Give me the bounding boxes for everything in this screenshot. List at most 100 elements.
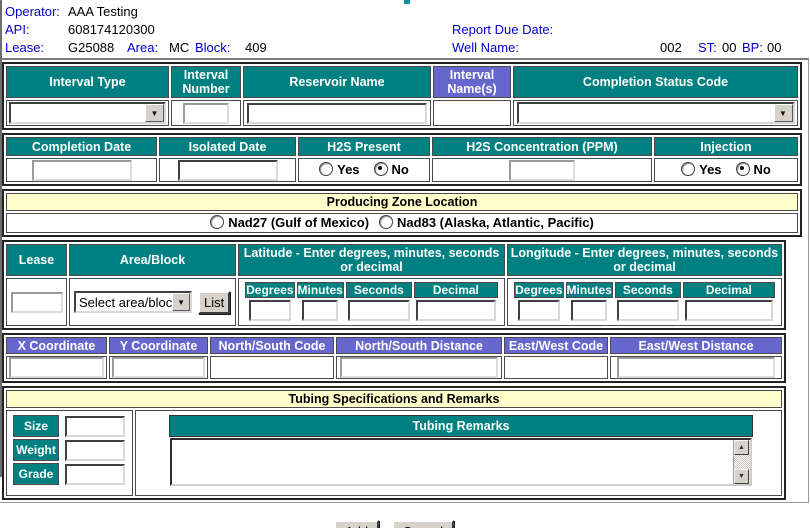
area-block-select[interactable]: Select area/block ▼ [74, 291, 192, 313]
y-coordinate-input[interactable] [112, 357, 205, 378]
block-value: 409 [245, 40, 267, 55]
interval-number-input[interactable] [183, 102, 229, 124]
weight-input[interactable] [65, 439, 125, 461]
interval-number-header: Interval Number [171, 66, 241, 98]
tubing-table: Tubing Specifications and Remarks Size W… [2, 386, 786, 500]
reservoir-name-input[interactable] [247, 102, 427, 124]
area-block-select-value: Select area/block [79, 294, 173, 310]
isolated-date-header: Isolated Date [159, 137, 296, 156]
lon-minutes-header: Minutes [565, 282, 613, 298]
h2s-yes-radio[interactable] [319, 162, 334, 176]
y-coordinate-header: Y Coordinate [109, 337, 208, 354]
lat-minutes-header: Minutes [296, 282, 344, 298]
area-label: Area: [127, 40, 159, 55]
nad83-radio[interactable] [379, 215, 394, 229]
coordinates-table: X Coordinate Y Coordinate North/South Co… [2, 333, 786, 383]
lon-seconds-input[interactable] [616, 300, 679, 321]
block-label: Block: [195, 40, 231, 55]
producing-zone-title: Producing Zone Location [6, 193, 798, 211]
lon-minutes-input[interactable] [571, 300, 608, 321]
reservoir-name-header: Reservoir Name [243, 66, 431, 98]
lat-degrees-input[interactable] [248, 300, 291, 321]
completion-status-code-header: Completion Status Code [513, 66, 798, 98]
page-left-border [0, 0, 2, 477]
size-input[interactable] [65, 415, 125, 437]
interval-names-cell [433, 100, 511, 126]
nad83-label: Nad83 (Alaska, Atlantic, Pacific) [397, 215, 594, 230]
completion-date-input[interactable] [31, 159, 132, 181]
clipped-title-fragment [404, 0, 410, 4]
tubing-spec-subtable: Size Weight Grade [11, 413, 131, 487]
completion-table: Completion Date Isolated Date H2S Presen… [2, 133, 802, 186]
nad27-radio[interactable] [210, 215, 225, 229]
well-info-header: Operator: AAA Testing API: 608174120300 … [0, 0, 810, 58]
cancel-button[interactable]: Cancel [391, 520, 455, 528]
north-south-distance-input[interactable] [340, 357, 498, 378]
longitude-header: Longitude - Enter degrees, minutes, seco… [507, 244, 782, 276]
injection-no-radio[interactable] [735, 162, 750, 176]
east-west-distance-input[interactable] [617, 357, 775, 378]
list-button[interactable]: List [198, 290, 231, 314]
h2s-no-label: No [391, 162, 409, 177]
interval-names-header: Interval Name(s) [433, 66, 511, 98]
operator-value: AAA Testing [68, 4, 138, 19]
injection-yes-label: Yes [699, 162, 722, 177]
completion-status-select[interactable]: ▼ [516, 102, 795, 124]
north-south-distance-header: North/South Distance [336, 337, 502, 354]
completion-date-header: Completion Date [6, 137, 157, 156]
lon-decimal-input[interactable] [684, 300, 773, 321]
dropdown-arrow-icon[interactable]: ▼ [172, 293, 190, 311]
well-name-value: 002 [660, 40, 682, 55]
lat-seconds-input[interactable] [347, 300, 410, 321]
lat-degrees-header: Degrees [245, 282, 295, 298]
dropdown-arrow-icon[interactable]: ▼ [145, 104, 164, 122]
longitude-subtable: Degrees Minutes Seconds Decimal [512, 280, 777, 323]
weight-label: Weight [13, 439, 59, 461]
lon-degrees-header: Degrees [514, 282, 564, 298]
well-name-label: Well Name: [452, 40, 519, 55]
scroll-down-icon[interactable]: ▼ [734, 469, 749, 484]
lat-decimal-header: Decimal [413, 282, 498, 298]
producing-zone-table: Producing Zone Location Nad27 (Gulf of M… [2, 189, 802, 237]
st-label: ST: [698, 40, 717, 55]
east-west-distance-header: East/West Distance [610, 337, 782, 354]
isolated-date-input[interactable] [177, 159, 278, 181]
lease-input[interactable] [10, 291, 63, 313]
api-label: API: [5, 22, 30, 37]
injection-no-label: No [753, 162, 771, 177]
dropdown-arrow-icon[interactable]: ▼ [773, 104, 793, 122]
tubing-title: Tubing Specifications and Remarks [6, 390, 782, 408]
add-button[interactable]: Add [333, 520, 380, 528]
north-south-code-header: North/South Code [210, 337, 334, 354]
x-coordinate-input[interactable] [9, 357, 104, 378]
interval-type-select[interactable]: ▼ [9, 102, 166, 124]
st-value: 00 [722, 40, 737, 55]
lat-decimal-input[interactable] [415, 300, 496, 321]
area-value: MC [169, 40, 190, 55]
h2s-concentration-input[interactable] [509, 159, 575, 181]
lat-minutes-input[interactable] [302, 300, 339, 321]
scroll-up-icon[interactable]: ▲ [734, 440, 749, 455]
tubing-remarks-textarea[interactable]: ▲ ▼ [170, 438, 752, 486]
area-block-header: Area/Block [69, 244, 236, 276]
remarks-scrollbar[interactable]: ▲ ▼ [733, 440, 750, 484]
interval-table: Interval Type Interval Number Reservoir … [2, 62, 802, 130]
lease-header: Lease [6, 244, 67, 276]
east-west-code-cell [504, 356, 608, 379]
form-body-frame: Interval Type Interval Number Reservoir … [0, 58, 809, 503]
latitude-header: Latitude - Enter degrees, minutes, secon… [238, 244, 505, 276]
x-coordinate-header: X Coordinate [6, 337, 107, 354]
north-south-code-cell [210, 356, 334, 379]
operator-label: Operator: [5, 4, 60, 19]
grade-input[interactable] [65, 463, 125, 485]
bp-value: 00 [767, 40, 782, 55]
lease-value: G25088 [68, 40, 115, 55]
tubing-remarks-header: Tubing Remarks [169, 415, 753, 437]
h2s-no-radio[interactable] [373, 162, 388, 176]
latitude-subtable: Degrees Minutes Seconds Decimal [243, 280, 500, 323]
injection-header: Injection [654, 137, 798, 156]
api-value: 608174120300 [68, 22, 155, 37]
injection-yes-radio[interactable] [681, 162, 696, 176]
lon-degrees-input[interactable] [517, 300, 560, 321]
